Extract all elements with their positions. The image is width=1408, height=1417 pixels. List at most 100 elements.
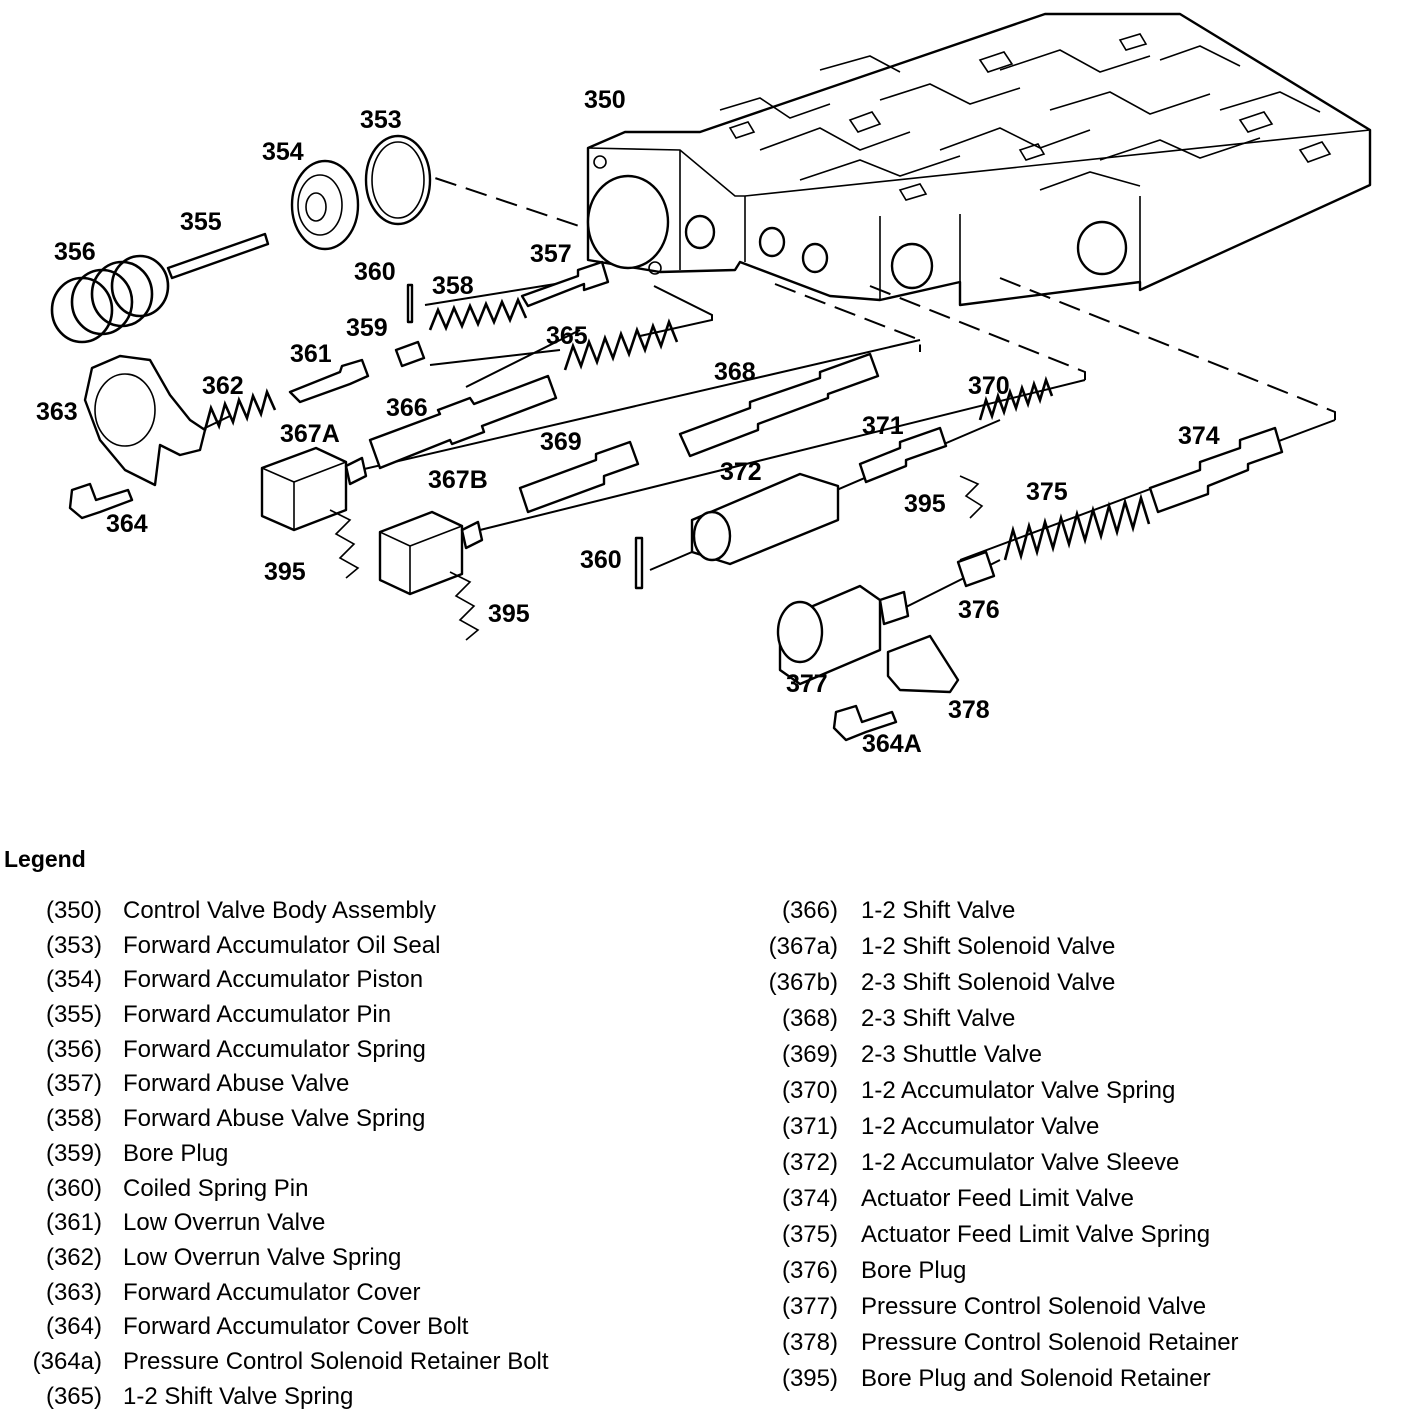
legend-desc: 1-2 Accumulator Valve Sleeve xyxy=(861,1149,1180,1176)
legend-desc: 2-3 Shuttle Valve xyxy=(861,1041,1042,1068)
callout-366: 366 xyxy=(386,394,428,422)
legend-code: (370) xyxy=(781,1077,838,1104)
callout-363: 363 xyxy=(36,398,78,426)
legend-code: (354) xyxy=(45,966,102,994)
exploded-parts-diagram: 350 353 354 355 356 357 358 360 359 360 … xyxy=(36,12,1372,758)
clip-395a xyxy=(329,509,360,579)
callout-360-bottom: 360 xyxy=(580,546,622,574)
legend-code: (363) xyxy=(45,1278,102,1306)
bore-plug-359 xyxy=(394,340,426,368)
callout-370: 370 xyxy=(968,372,1010,400)
pin-355 xyxy=(166,232,270,280)
legend-code: (372) xyxy=(781,1149,838,1176)
legend-code: (364) xyxy=(45,1313,102,1341)
legend-code: (361) xyxy=(45,1209,102,1237)
piston-354 xyxy=(290,159,360,251)
legend-desc: Forward Abuse Valve xyxy=(123,1070,350,1098)
legend-code: (376) xyxy=(781,1257,838,1284)
spring-358 xyxy=(428,296,528,332)
legend-desc: Low Overrun Valve Spring xyxy=(123,1243,402,1271)
solenoid-367A xyxy=(260,446,368,532)
legend-title: Legend xyxy=(4,846,86,872)
cover-363 xyxy=(83,354,207,487)
callout-353: 353 xyxy=(360,106,402,134)
legend-code: (362) xyxy=(45,1243,102,1271)
legend-code: (395) xyxy=(781,1365,838,1392)
legend-code: (350) xyxy=(45,897,102,924)
callout-372: 372 xyxy=(720,458,762,486)
spring-356 xyxy=(50,254,170,344)
legend-desc: Forward Accumulator Oil Seal xyxy=(123,931,441,959)
bore-plug-376 xyxy=(956,550,996,588)
coiled-pin-360a xyxy=(406,283,414,324)
callout-357: 357 xyxy=(530,240,572,268)
abuse-valve-357 xyxy=(520,260,610,308)
legend-desc: Pressure Control Solenoid Retainer Bolt xyxy=(123,1347,549,1375)
legend-code: (364a) xyxy=(32,1347,102,1375)
callout-358: 358 xyxy=(432,272,474,300)
legend-desc: Forward Accumulator Cover xyxy=(123,1278,421,1306)
legend-desc: Forward Accumulator Cover Bolt xyxy=(123,1313,469,1341)
legend-desc: Actuator Feed Limit Valve xyxy=(861,1185,1135,1212)
callout-371: 371 xyxy=(862,412,904,440)
callout-361: 361 xyxy=(290,340,332,368)
legend-desc: 1-2 Shift Valve Spring xyxy=(123,1382,354,1410)
callout-375: 375 xyxy=(1026,478,1068,506)
legend-desc: Low Overrun Valve xyxy=(123,1209,326,1237)
legend-desc: Pressure Control Solenoid Valve xyxy=(861,1293,1207,1320)
legend-desc: 1-2 Accumulator Valve xyxy=(861,1113,1100,1140)
callout-360-top: 360 xyxy=(354,258,396,286)
parts xyxy=(50,134,1284,742)
callout-378: 378 xyxy=(948,696,990,724)
shuttle-valve-369 xyxy=(518,440,640,514)
callout-350: 350 xyxy=(584,86,626,114)
callout-395-c: 395 xyxy=(904,490,946,518)
legend-code: (359) xyxy=(45,1139,102,1167)
callout-labels: 350 353 354 355 356 357 358 360 359 360 … xyxy=(36,86,1220,758)
callout-362: 362 xyxy=(202,372,244,400)
callout-364A: 364A xyxy=(862,730,922,758)
accumulator-valve-371 xyxy=(858,426,948,484)
clip-395c xyxy=(959,475,984,519)
legend-desc: Coiled Spring Pin xyxy=(123,1174,309,1202)
spring-365 xyxy=(563,318,679,371)
legend-desc: Bore Plug and Solenoid Retainer xyxy=(861,1365,1211,1392)
legend-code: (357) xyxy=(45,1070,102,1098)
legend-code: (368) xyxy=(781,1005,838,1032)
legend-desc: 1-2 Shift Solenoid Valve xyxy=(861,933,1116,960)
legend-code: (353) xyxy=(45,931,102,959)
legend-code: (358) xyxy=(45,1105,102,1133)
legend-code: (367a) xyxy=(768,933,838,960)
legend-desc: 2-3 Shift Valve xyxy=(861,1005,1016,1032)
legend-desc: Bore Plug xyxy=(861,1257,967,1284)
callout-368: 368 xyxy=(714,358,756,386)
legend-desc: 2-3 Shift Solenoid Valve xyxy=(861,969,1116,996)
callout-367A: 367A xyxy=(280,420,340,448)
legend-desc: Forward Accumulator Piston xyxy=(123,966,424,994)
legend-desc: Forward Abuse Valve Spring xyxy=(123,1105,426,1133)
legend-code: (371) xyxy=(781,1113,838,1140)
oil-seal-353 xyxy=(364,134,432,226)
low-overrun-valve-361 xyxy=(288,358,370,404)
legend-desc: 1-2 Accumulator Valve Spring xyxy=(861,1077,1176,1104)
callout-369: 369 xyxy=(540,428,582,456)
legend-code: (369) xyxy=(781,1041,838,1068)
callout-364: 364 xyxy=(106,510,148,538)
legend-desc: 1-2 Shift Valve xyxy=(861,897,1016,924)
legend-code: (356) xyxy=(45,1035,102,1063)
callout-365: 365 xyxy=(546,322,588,350)
legend-code: (355) xyxy=(45,1001,102,1029)
solenoid-367B xyxy=(378,510,484,596)
coiled-pin-360b xyxy=(634,536,644,590)
callout-359: 359 xyxy=(346,314,388,342)
valve-body-drawing xyxy=(586,12,1372,307)
retainer-378 xyxy=(886,634,960,694)
feed-limit-valve-374 xyxy=(1148,426,1284,514)
spring-370 xyxy=(978,375,1054,421)
clip-395b xyxy=(449,571,480,641)
spring-375 xyxy=(1003,493,1151,561)
shift-valve-368 xyxy=(678,352,880,458)
legend-code: (366) xyxy=(781,897,838,924)
legend-code: (360) xyxy=(45,1174,102,1202)
legend-desc: Bore Plug xyxy=(123,1139,229,1167)
